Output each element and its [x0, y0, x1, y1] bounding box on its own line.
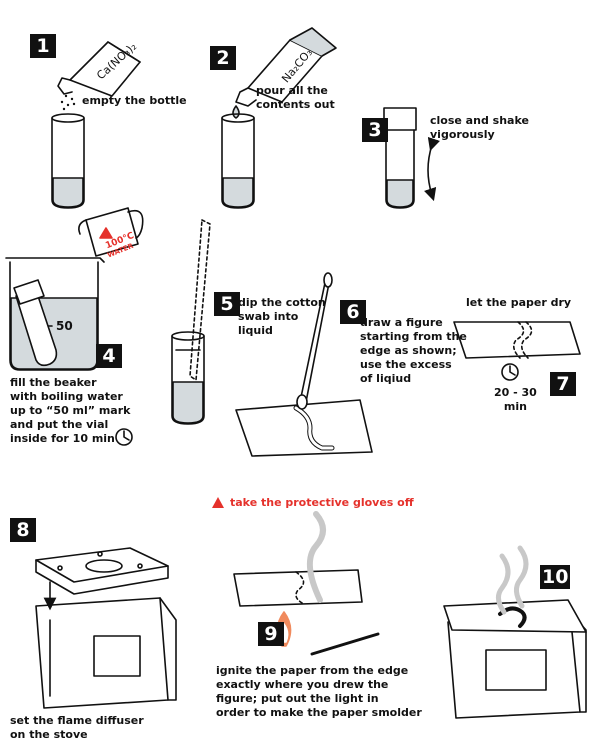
smoke-9	[307, 511, 326, 603]
step-10-number: 10	[540, 565, 571, 589]
step-3-number: 3	[362, 118, 388, 142]
step-4-text: fill the beaker with boiling water up to…	[10, 376, 131, 445]
powder-dots	[60, 94, 76, 111]
step-7-number: 7	[550, 372, 576, 396]
step-5-text: dip the cotton swab into liquid	[238, 296, 326, 337]
cotton-swab-dashed	[189, 219, 211, 381]
stove-8	[35, 597, 177, 709]
bottle-2-illustration	[235, 27, 337, 107]
kettle-warning-triangle	[99, 227, 113, 239]
vial-3-closed	[383, 107, 417, 209]
beaker-mark: 50	[56, 319, 73, 333]
step-2-text: pour all the contents out	[256, 84, 335, 111]
flame-diffuser	[35, 547, 169, 595]
vial-1	[51, 113, 85, 209]
step-9-text: ignite the paper from the edge exactly w…	[216, 664, 422, 719]
step-7-time: 20 - 30 min	[494, 386, 537, 413]
step-6-number: 6	[340, 300, 366, 324]
step-8-number: 8	[10, 518, 36, 542]
step-3-text: close and shake vigorously	[430, 114, 529, 141]
paper-7	[453, 321, 581, 359]
paper-9	[233, 569, 363, 607]
timer-icon-7	[501, 363, 519, 381]
vial-in-beaker	[13, 279, 58, 367]
step-7-text: let the paper dry	[466, 296, 572, 309]
step-6-text: draw a figure starting from the edge as …	[360, 316, 467, 385]
drop	[232, 105, 240, 119]
timer-icon-4	[115, 428, 133, 446]
step-8-text: set the flame diffuser on the stove	[10, 714, 144, 741]
bottle-1-illustration	[57, 41, 141, 97]
cotton-swab-6	[296, 272, 333, 410]
paper-10	[443, 599, 587, 633]
smoke-10	[496, 553, 511, 615]
vial-2	[221, 113, 255, 209]
step-5-number: 5	[214, 292, 240, 316]
step-1-number: 1	[30, 34, 56, 58]
step-2-number: 2	[210, 46, 236, 70]
shake-arrow	[423, 136, 441, 202]
match	[310, 632, 380, 656]
vial-5	[171, 331, 205, 425]
kettle	[78, 207, 144, 257]
warning-triangle-icon	[212, 497, 224, 508]
step-9-number: 9	[258, 622, 284, 646]
step-1-text: empty the bottle	[82, 94, 187, 107]
warning-text: take the protective gloves off	[230, 496, 414, 509]
smoke-10b	[514, 545, 529, 609]
step-4-number: 4	[96, 344, 122, 368]
paper-6	[235, 399, 373, 457]
